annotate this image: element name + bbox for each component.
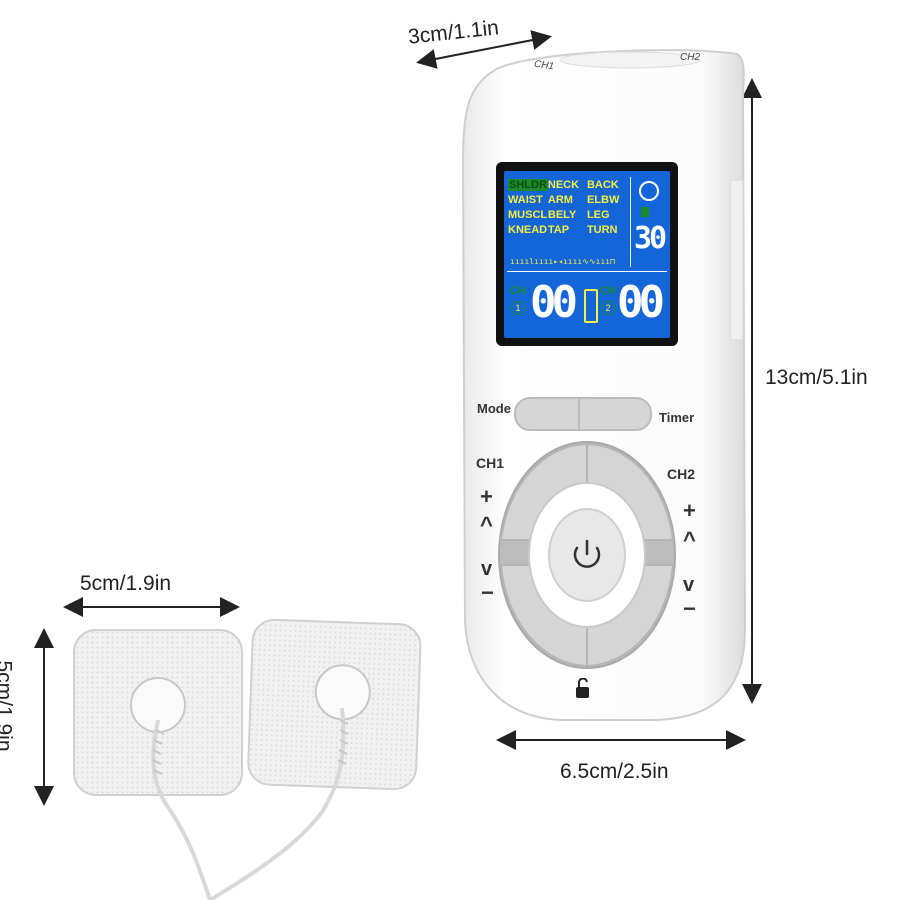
right-panel-divider [630,177,631,267]
body-part-item: KNEAD [508,224,548,236]
ch1-minus-label: − [481,580,494,605]
pad-width-label: 5cm/1.9in [80,572,172,595]
ch1-up-label: ^ [480,512,493,537]
intensity-bar-icon [641,207,649,217]
body-part-item: MUSCL [508,209,548,221]
ch2-tag: CH [600,285,616,297]
unlock-icon [576,678,589,698]
body-part-item: NECK [547,179,580,191]
lcd-divider [507,271,667,272]
ch1-label: CH1 [476,455,505,471]
power-icon [573,546,601,568]
bottom-width-label: 6.5cm/2.5in [560,760,669,783]
timer-button[interactable] [578,397,652,431]
ch2-label: CH2 [667,466,696,482]
ch2-plus-label: + [683,498,696,523]
ch2-value: 00 [617,277,665,328]
body-part-item: SHLDR [508,179,548,191]
timer-value: 30 [634,221,667,256]
body-part-item: BACK [586,179,619,191]
electrode-pad-right [247,618,422,791]
port-ch2-label: CH2 [680,52,701,63]
body-part-item: TAP [547,224,570,236]
control-dial [498,441,676,669]
body-part-item: ELBW [586,194,620,206]
body-part-item: TURN [586,224,618,236]
pad-wire-left [151,719,212,900]
lcd-screen: SHLDR NECK BACK WAIST ARM ELBW MUSCL BEL… [496,162,678,346]
waveform-icons: ıııılıııı▸◂ıııı∿∿ııı⊓ [510,257,615,265]
body-part-item: LEG [586,209,610,221]
body-part-item: BELY [547,209,577,221]
ch2-number: 2 [601,301,615,315]
battery-icon [584,289,598,323]
ch2-up-label: ^ [683,527,696,552]
top-width-arrow [416,30,552,69]
height-label: 13cm/5.1in [765,366,868,389]
clock-icon [639,181,659,201]
timer-label: Timer [659,410,695,425]
mode-button[interactable] [514,397,580,431]
ch1-tag: CH [510,285,526,297]
body-part-grid: SHLDR NECK BACK WAIST ARM ELBW MUSCL BEL… [508,179,626,236]
ch1-value: 00 [530,277,578,328]
body-part-item: WAIST [508,194,543,206]
ch1-plus-label: + [480,484,493,509]
ch2-minus-label: − [683,596,696,621]
pad-wire-right [208,707,346,900]
lcd-display: SHLDR NECK BACK WAIST ARM ELBW MUSCL BEL… [504,171,670,338]
ch1-down-label: v [481,558,493,580]
mode-label: Mode [477,401,511,416]
body-part-item: ARM [547,194,573,206]
ch2-down-label: v [683,574,695,596]
electrode-pad-left [73,629,243,796]
electrode-pads [73,618,422,900]
ch1-number: 1 [511,301,525,315]
